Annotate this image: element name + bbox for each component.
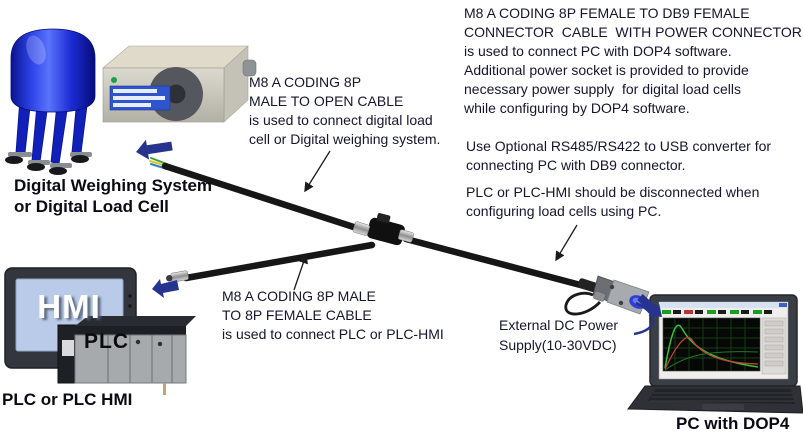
- annotation-open-cable: M8 A CODING 8P MALE TO OPEN CABLE is use…: [249, 74, 441, 147]
- load-cell-connector: [242, 59, 257, 77]
- arrow-to-weighing-system: [136, 139, 173, 160]
- laptop-graphic: [627, 294, 803, 414]
- power-pigtail-wire: [564, 291, 602, 316]
- dop4-software-screen: [658, 301, 789, 380]
- plc-graphic: [57, 316, 196, 395]
- tank-feet: [5, 152, 92, 175]
- annotation-power-supply: External DC Power Supply(10-30VDC): [499, 317, 619, 353]
- power-plug: [593, 290, 606, 302]
- tank-highlight: [26, 35, 46, 65]
- flow-arrows: [136, 139, 662, 317]
- load-cell-label: [109, 77, 171, 111]
- cable-to-plc: [182, 241, 376, 282]
- label-plc: PLC or PLC HMI: [2, 390, 133, 409]
- power-supply-pointer: [633, 301, 655, 336]
- plc-front-text: PLC: [84, 330, 129, 353]
- db9-connector: [564, 275, 650, 316]
- annotation-plc-disconnect-note: PLC or PLC-HMI should be disconnected wh…: [466, 184, 760, 219]
- leader-open-cable: [304, 150, 331, 193]
- leader-pc-cable: [555, 224, 578, 262]
- load-cell-graphic: [102, 45, 257, 123]
- arrow-to-pc: [637, 294, 662, 317]
- weighing-tank-graphic: [5, 28, 96, 175]
- tank-body: [10, 28, 96, 113]
- label-weighing-system: Digital Weighing System or Digital Load …: [14, 176, 213, 216]
- leader-plc-cable: [293, 253, 308, 291]
- annotation-rs485-note: Use Optional RS485/RS422 to USB converte…: [466, 138, 772, 173]
- splitter-cable-graphic: [149, 157, 650, 316]
- annotation-db9-cable: M8 A CODING 8P FEMALE TO DB9 FEMALE CONN…: [464, 5, 802, 116]
- label-pc-dop4: PC with DOP4: [676, 414, 790, 433]
- hmi-screen-text: HMI: [37, 288, 101, 325]
- m8-male-connector: [166, 270, 189, 283]
- cable-junction: [352, 213, 414, 246]
- arrow-to-plc: [152, 279, 179, 298]
- cable-to-load-cell: [161, 162, 370, 235]
- annotation-plc-cable: M8 A CODING 8P MALE TO 8P FEMALE CABLE i…: [222, 288, 444, 342]
- tank-legs: [15, 97, 89, 165]
- cable-to-pc: [402, 235, 592, 291]
- leader-lines: [293, 150, 578, 291]
